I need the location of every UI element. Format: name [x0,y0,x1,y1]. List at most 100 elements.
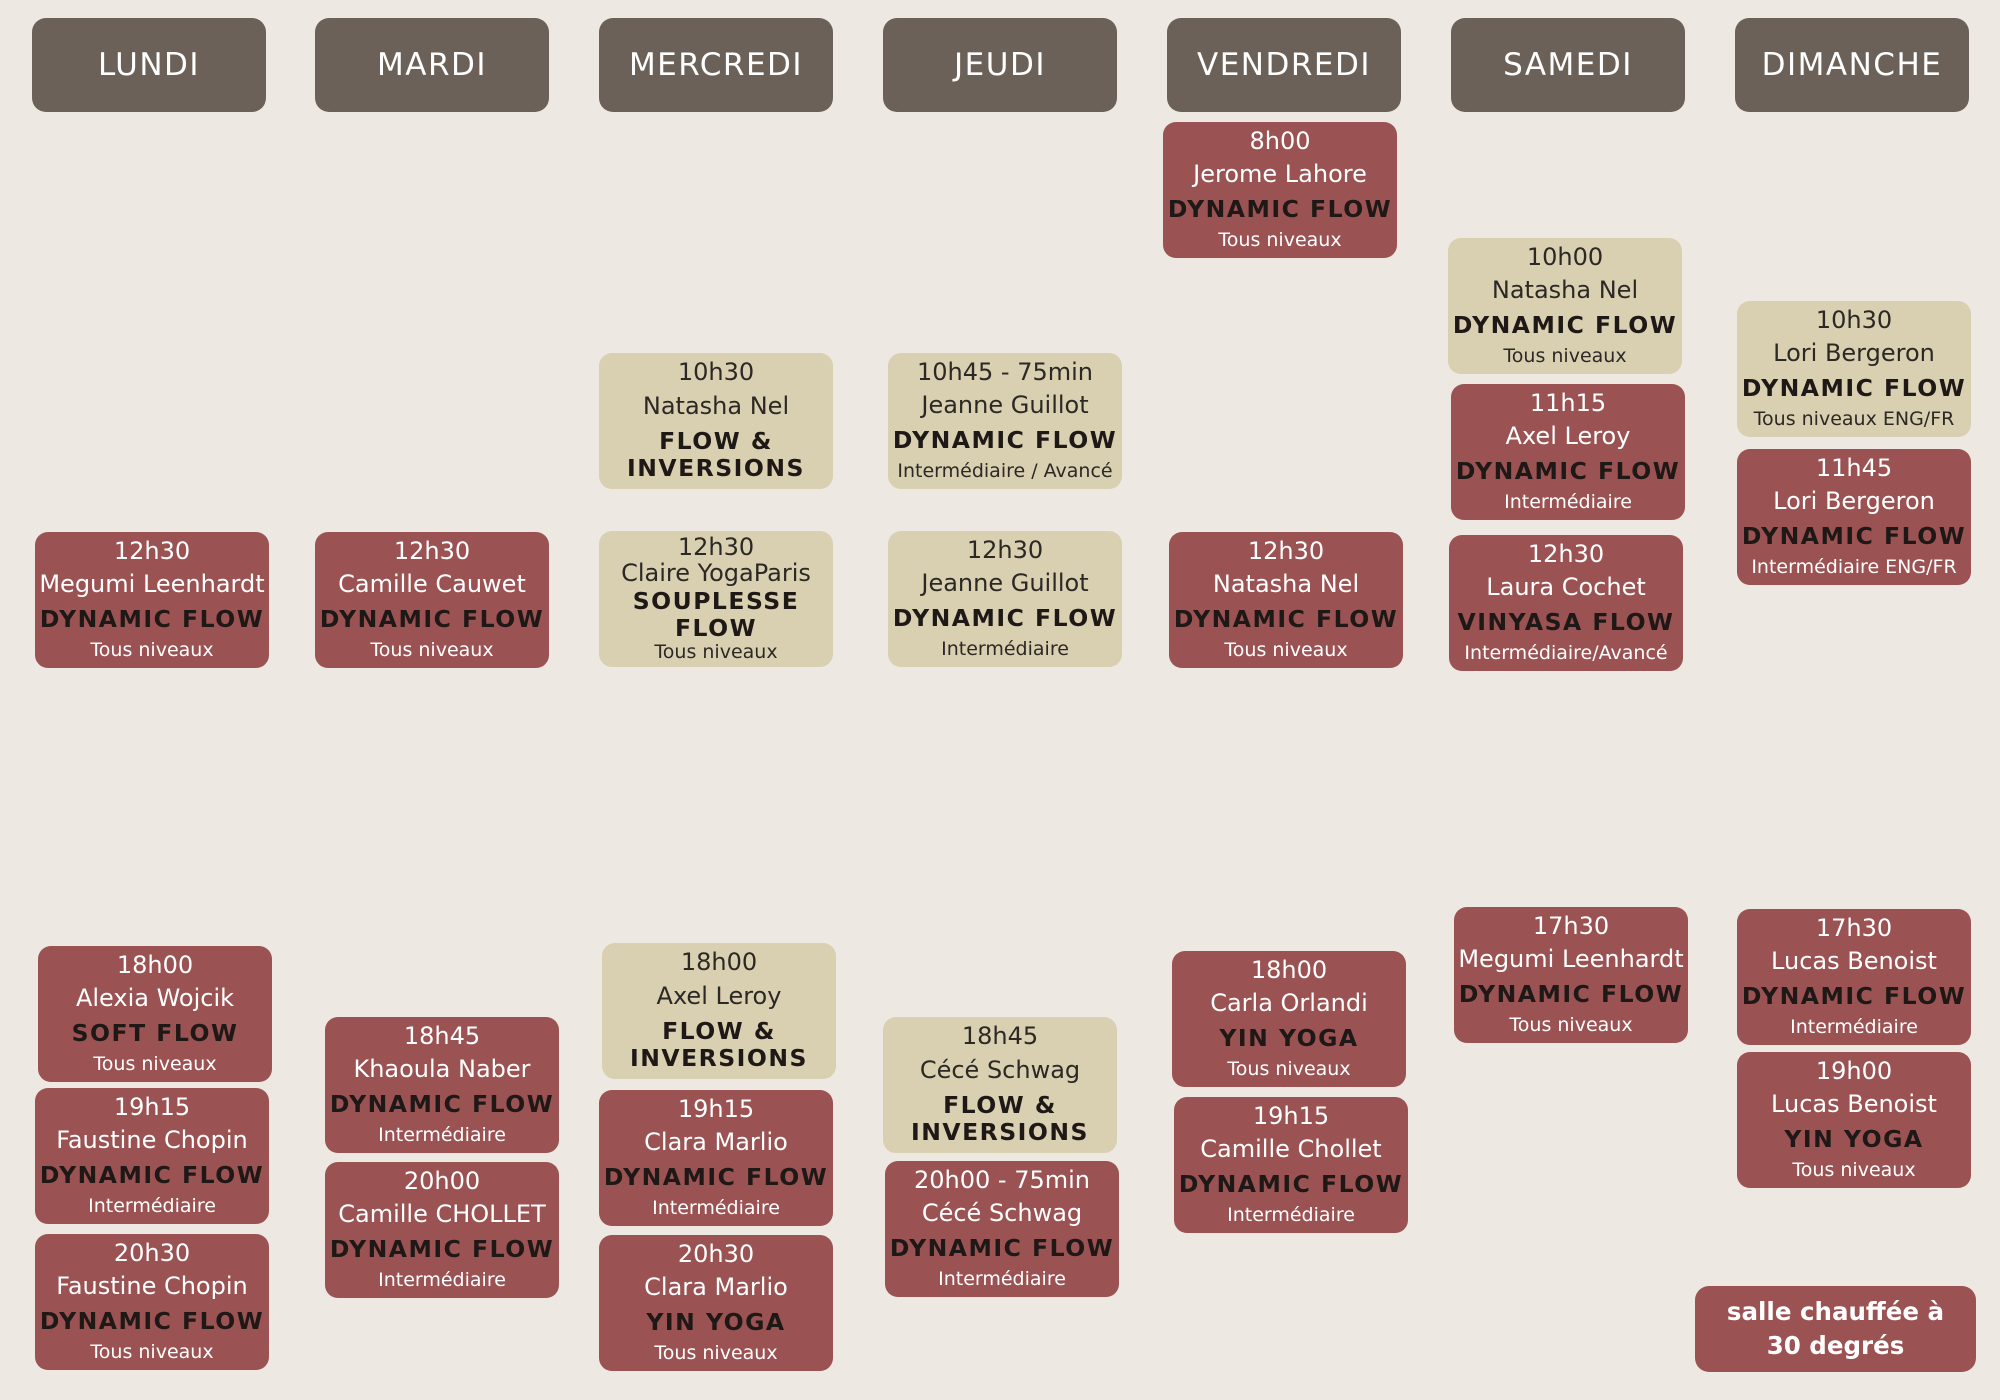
session-class: FLOW & INVERSIONS [911,1090,1089,1146]
session-time: 17h30 [1532,912,1610,941]
session-level: Tous niveaux [1509,1013,1633,1036]
session-level: Intermédiaire ENG/FR [1751,555,1957,578]
session-time: 19h15 [1252,1102,1330,1131]
session-time: 20h00 - 75min [913,1166,1090,1195]
session-level: Tous niveaux [370,638,494,661]
session-level: Tous niveaux [1218,228,1342,251]
session-teacher: Clara Marlio [644,1128,788,1157]
session-teacher: Natasha Nel [1491,276,1639,305]
session-time: 20h00 [403,1167,481,1196]
session-time: 18h45 [961,1022,1039,1051]
session-level: Tous niveaux [654,641,778,664]
session-teacher: Jeanne Guillot [921,391,1089,420]
session-class: DYNAMIC FLOW [603,1162,829,1191]
session-teacher: Jerome Lahore [1193,160,1367,189]
session-time: 19h15 [113,1093,191,1122]
session-teacher: Camille Chollet [1200,1135,1382,1164]
session-level: Intermédiaire / Avancé [897,459,1113,482]
session-time: 19h00 [1815,1057,1893,1086]
session-time: 12h30 [677,532,755,561]
session-class: YIN YOGA [1219,1023,1359,1052]
day-header-dimanche: DIMANCHE [1735,18,1969,112]
day-header-samedi: SAMEDI [1451,18,1685,112]
session-class: DYNAMIC FLOW [892,425,1118,454]
session-class: DYNAMIC FLOW [1741,521,1967,550]
day-header-mercredi: MERCREDI [599,18,833,112]
session-teacher: Axel Leroy [656,981,782,1010]
session-time: 18h00 [1250,956,1328,985]
session-class: DYNAMIC FLOW [1741,981,1967,1010]
session-teacher: Axel Leroy [1505,422,1631,451]
session-class: DYNAMIC FLOW [1167,194,1393,223]
session-time: 18h00 [116,951,194,980]
session-time: 17h30 [1815,914,1893,943]
heated-room-note: salle chauffée à 30 degrés [1695,1286,1976,1372]
session-time: 18h00 [680,948,758,977]
session-time: 20h30 [113,1239,191,1268]
session-class: DYNAMIC FLOW [39,1306,265,1335]
session-teacher: Lucas Benoist [1771,947,1937,976]
session-class: YIN YOGA [1784,1124,1924,1153]
session-time: 8h00 [1249,127,1311,156]
day-header-lundi: LUNDI [32,18,266,112]
day-header-mardi: MARDI [315,18,549,112]
session-teacher: Laura Cochet [1486,573,1646,602]
session-class: DYNAMIC FLOW [39,604,265,633]
session-time: 10h30 [1815,306,1893,335]
session-teacher: Megumi Leenhardt [39,570,265,599]
session-class: VINYASA FLOW [1457,607,1675,636]
day-header-vendredi: VENDREDI [1167,18,1401,112]
session-class: DYNAMIC FLOW [39,1160,265,1189]
session-time: 12h30 [1527,540,1605,569]
session-level: Tous niveaux [90,638,214,661]
session-class: SOFT FLOW [71,1018,239,1047]
session-teacher: Jeanne Guillot [921,569,1089,598]
session-teacher: Camille Cauwet [338,570,526,599]
day-header-jeudi: JEUDI [883,18,1117,112]
session-level: Intermédiaire [1790,1015,1918,1038]
session-time: 11h15 [1529,389,1607,418]
session-class: DYNAMIC FLOW [319,604,545,633]
session-level: Intermédiaire [378,1123,506,1146]
session-time: 12h30 [393,537,471,566]
session-teacher: Cécé Schwag [919,1055,1081,1084]
session-level: Intermédiaire [938,1267,1066,1290]
session-level: Intermédiaire [1504,490,1632,513]
session-teacher: Cécé Schwag [921,1199,1083,1228]
session-class: DYNAMIC FLOW [1452,310,1678,339]
session-level: Intermédiaire [1227,1203,1355,1226]
session-class: DYNAMIC FLOW [1178,1169,1404,1198]
session-time: 12h30 [1247,537,1325,566]
session-level: Tous niveaux [1792,1158,1916,1181]
session-teacher: Khaoula Naber [353,1055,531,1084]
session-class: DYNAMIC FLOW [329,1089,555,1118]
session-time: 10h00 [1526,243,1604,272]
session-class: FLOW & INVERSIONS [627,426,805,482]
session-teacher: Alexia Wojcik [75,984,235,1013]
session-level: Tous niveaux [1224,638,1348,661]
session-class: SOUPLESSE FLOW [632,586,800,642]
session-teacher: Megumi Leenhardt [1458,945,1684,974]
session-teacher: Claire YogaParis [621,559,811,588]
session-class: DYNAMIC FLOW [1741,373,1967,402]
session-time: 12h30 [966,536,1044,565]
session-class: FLOW & INVERSIONS [630,1016,808,1072]
session-class: DYNAMIC FLOW [892,603,1118,632]
session-level: Tous niveaux [1503,344,1627,367]
